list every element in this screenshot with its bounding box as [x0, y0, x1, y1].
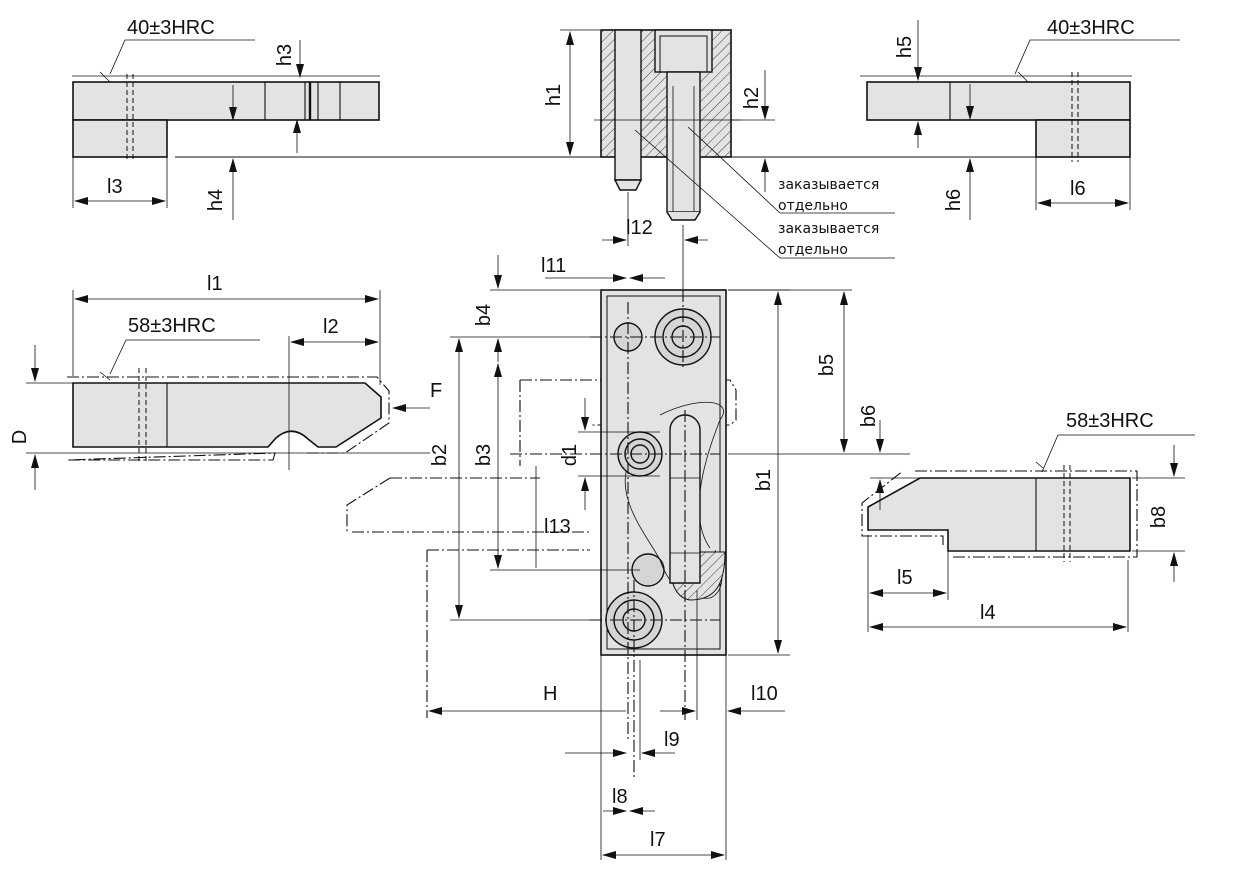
dim-l2: l2 — [323, 316, 339, 338]
dim-h5: h5 — [894, 36, 916, 58]
note-ordered-separately-1a: заказывается — [778, 177, 879, 193]
dim-l3: l3 — [107, 176, 123, 198]
dim-b1: b1 — [753, 469, 775, 491]
hardness-label-right: 58±3HRC — [1066, 410, 1154, 432]
dim-b6: b6 — [858, 405, 880, 427]
right-jaw — [867, 477, 1131, 552]
dim-l10: l10 — [751, 683, 778, 705]
dim-b8: b8 — [1148, 506, 1170, 528]
dim-l9: l9 — [664, 729, 680, 751]
dim-h3: h3 — [274, 44, 296, 66]
dim-H: H — [543, 683, 557, 705]
top-center-section: h1 h2 заказывается отдельно заказывается… — [543, 29, 895, 290]
dim-l4: l4 — [980, 602, 996, 624]
force-F: F — [430, 380, 442, 402]
dim-l12: l12 — [626, 217, 653, 239]
hardness-label-top-right: 40±3HRC — [1047, 17, 1135, 39]
left-jaw — [72, 382, 382, 448]
cap-screw-shank — [666, 71, 701, 213]
dim-b5: b5 — [816, 354, 838, 376]
dim-D: D — [9, 430, 31, 444]
dim-h2: h2 — [741, 87, 763, 109]
left-side-view: l1 l2 58±3HRC D F — [9, 273, 442, 490]
top-right-block — [866, 81, 1131, 121]
top-left-step — [72, 119, 168, 158]
hardness-label-left: 58±3HRC — [128, 315, 216, 337]
top-left-view: 40±3HRC h3 h4 l3 — [72, 17, 380, 220]
dim-l1: l1 — [207, 273, 223, 295]
dim-h6: h6 — [943, 189, 965, 211]
dim-l5: l5 — [897, 567, 913, 589]
hardness-label-top-left: 40±3HRC — [127, 17, 215, 39]
dim-l7: l7 — [650, 829, 666, 851]
top-right-step — [1035, 119, 1131, 158]
note-ordered-separately-2a: заказывается — [778, 221, 879, 237]
note-ordered-separately-2b: отдельно — [778, 242, 848, 258]
note-ordered-separately-1b: отдельно — [778, 198, 848, 214]
dim-b4: b4 — [473, 304, 495, 326]
center-front-view: b4 l11 b2 b3 d1 l13 b1 b5 H — [346, 255, 910, 860]
dim-l8: l8 — [612, 786, 628, 808]
dim-b3: b3 — [473, 444, 495, 466]
dim-h4: h4 — [205, 189, 227, 211]
dim-l11: l11 — [541, 255, 566, 277]
dim-l13: l13 — [544, 516, 571, 538]
top-left-block — [72, 81, 380, 121]
dim-l6: l6 — [1070, 178, 1086, 200]
top-right-view: 40±3HRC h5 h6 l6 — [860, 17, 1180, 220]
dowel-pin — [614, 29, 642, 181]
right-side-view: 58±3HRC b6 b8 l5 l4 — [858, 405, 1195, 632]
dim-b2: b2 — [429, 444, 451, 466]
dim-h1: h1 — [543, 84, 565, 106]
dim-d1: d1 — [559, 444, 581, 466]
